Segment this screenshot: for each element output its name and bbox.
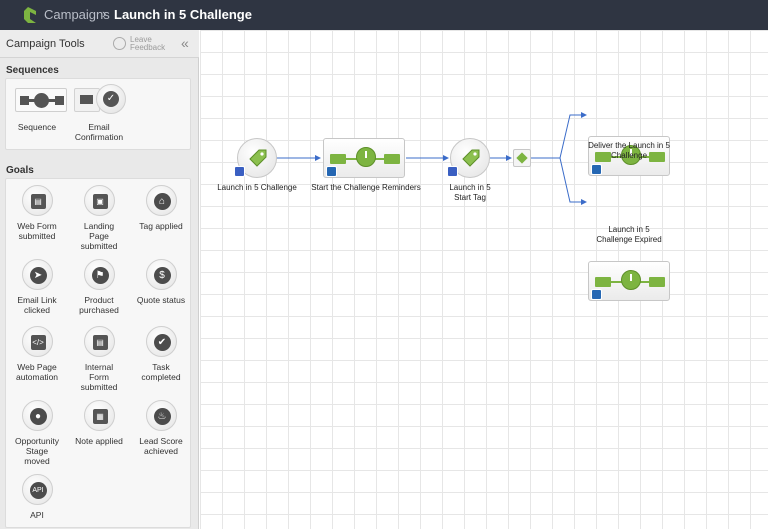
- api-icon: API: [21, 474, 53, 505]
- flag-icon: [591, 289, 602, 300]
- node-label: Launch in 5 Challenge Expired: [596, 225, 662, 244]
- goals-panel: ▤ Web Form submitted ▣ Landing Page submitt…: [5, 178, 191, 528]
- note-icon: ▦: [83, 400, 115, 431]
- diamond-icon: [516, 152, 528, 164]
- tool-api[interactable]: API API: [6, 474, 68, 520]
- tool-dollar[interactable]: $ Quote status: [130, 259, 192, 305]
- tool-code[interactable]: </> Web Page automation: [6, 326, 68, 382]
- node-label: Start the Challenge Reminders: [311, 183, 421, 192]
- tool-label: Web Form submitted: [17, 221, 57, 241]
- clock-icon: [621, 270, 641, 290]
- tag-icon: ⌂: [145, 185, 177, 216]
- tool-label: Task completed: [141, 362, 181, 382]
- tool-flame[interactable]: ♨ Lead Score achieved: [130, 400, 192, 456]
- tool-glyph: ▤: [92, 335, 108, 350]
- tool-cursor[interactable]: ➤ Email Link clicked: [6, 259, 68, 315]
- app-logo-icon: [24, 7, 36, 23]
- cart-icon: ⚑: [83, 259, 115, 290]
- clock-icon: [356, 147, 376, 167]
- goals-section-title: Goals: [6, 165, 34, 176]
- tool-label: Product purchased: [79, 295, 119, 315]
- sequence-icon: [15, 88, 67, 112]
- tool-cart[interactable]: ⚑ Product purchased: [68, 259, 130, 315]
- tool-glyph: </>: [30, 335, 46, 350]
- landing-page-icon: ▣: [83, 185, 115, 216]
- tool-glyph: ✔: [153, 334, 171, 351]
- tool-label: Email Link clicked: [17, 295, 57, 315]
- tool-task-check[interactable]: ✔ Task completed: [130, 326, 192, 382]
- sidebar-header: Campaign Tools Leave Feedback «: [0, 30, 199, 58]
- breadcrumb-separator: ›: [102, 6, 107, 21]
- tool-glyph: ♨: [153, 408, 171, 425]
- tool-opportunity[interactable]: ● Opportunity Stage moved: [6, 400, 68, 466]
- tool-landing-page[interactable]: ▣ Landing Page submitted: [68, 185, 130, 251]
- cursor-icon: ➤: [21, 259, 53, 290]
- tool-label: Internal Form submitted: [80, 362, 118, 392]
- tool-label: Sequence: [17, 122, 57, 132]
- tool-label: Opportunity Stage moved: [15, 436, 59, 466]
- dollar-icon: $: [145, 259, 177, 290]
- tool-label: Note applied: [75, 436, 123, 446]
- flag-icon: [326, 166, 337, 177]
- tool-glyph: ⚑: [91, 267, 109, 284]
- opportunity-icon: ●: [21, 400, 53, 431]
- collapse-sidebar-icon[interactable]: «: [181, 35, 189, 51]
- tool-tag[interactable]: ⌂ Tag applied: [130, 185, 192, 231]
- breadcrumb-campaigns[interactable]: Campaigns: [44, 7, 110, 22]
- node-label: Launch in 5 Challenge: [217, 183, 297, 192]
- sequences-panel: Sequence ✓ Email Confirmation: [5, 78, 191, 150]
- tool-glyph: ▤: [30, 194, 46, 209]
- tool-label: Tag applied: [139, 221, 183, 231]
- goal-badge-icon: [234, 166, 245, 177]
- tool-label: Email Confirmation: [74, 122, 124, 142]
- tool-glyph: $: [153, 267, 171, 284]
- tool-glyph: ●: [29, 408, 47, 425]
- email-confirmation-icon: ✓: [74, 84, 128, 114]
- tool-note[interactable]: ▦ Note applied: [68, 400, 130, 446]
- code-icon: </>: [21, 326, 53, 357]
- decision-diamond-node[interactable]: [513, 149, 531, 167]
- tool-internal-form[interactable]: ▤ Internal Form submitted: [68, 326, 130, 392]
- flag-icon: [591, 164, 602, 175]
- web-form-icon: ▤: [21, 185, 53, 216]
- tool-label: Quote status: [136, 295, 186, 305]
- sequence-node-challenge-expired[interactable]: [588, 261, 670, 301]
- tool-label: Web Page automation: [15, 362, 59, 382]
- page-title: Launch in 5 Challenge: [114, 7, 252, 22]
- node-label: Launch in 5 Start Tag: [449, 183, 491, 202]
- tool-email-confirmation[interactable]: ✓ Email Confirmation: [68, 79, 130, 149]
- goal-node-launch-challenge[interactable]: [234, 138, 277, 178]
- tool-web-form[interactable]: ▤ Web Form submitted: [6, 185, 68, 241]
- tool-sequence[interactable]: Sequence: [6, 79, 68, 149]
- tool-glyph: API: [29, 482, 47, 499]
- campaign-canvas[interactable]: Launch in 5 Challenge Start the Challeng…: [200, 30, 768, 529]
- goal-node-start-tag[interactable]: [447, 138, 490, 178]
- tool-label: API: [30, 510, 44, 520]
- flame-icon: ♨: [145, 400, 177, 431]
- sequence-node-reminders[interactable]: [323, 138, 405, 178]
- sidebar-title: Campaign Tools: [6, 38, 85, 50]
- tool-glyph: ▣: [92, 194, 108, 209]
- smiley-icon[interactable]: [113, 37, 126, 50]
- tool-glyph: ⌂: [153, 193, 171, 210]
- tool-label: Lead Score achieved: [139, 436, 183, 456]
- internal-form-icon: ▤: [83, 326, 115, 357]
- leave-feedback-link[interactable]: Leave Feedback: [130, 35, 166, 52]
- task-check-icon: ✔: [145, 326, 177, 357]
- sequences-section-title: Sequences: [6, 65, 59, 76]
- tool-glyph: ▦: [92, 409, 108, 424]
- node-label: Deliver the Launch in 5 Challenge: [588, 141, 670, 160]
- top-bar: Campaigns › Launch in 5 Challenge: [0, 0, 768, 30]
- connector-lines: [277, 112, 587, 205]
- sequence-node-deliver-challenge[interactable]: [588, 136, 670, 176]
- clock-icon: [621, 145, 641, 165]
- tool-glyph: ➤: [29, 267, 47, 284]
- tool-label: Landing Page submitted: [80, 221, 118, 251]
- campaign-tools-sidebar: Campaign Tools Leave Feedback « Sequence…: [0, 30, 199, 529]
- goal-badge-icon: [447, 166, 458, 177]
